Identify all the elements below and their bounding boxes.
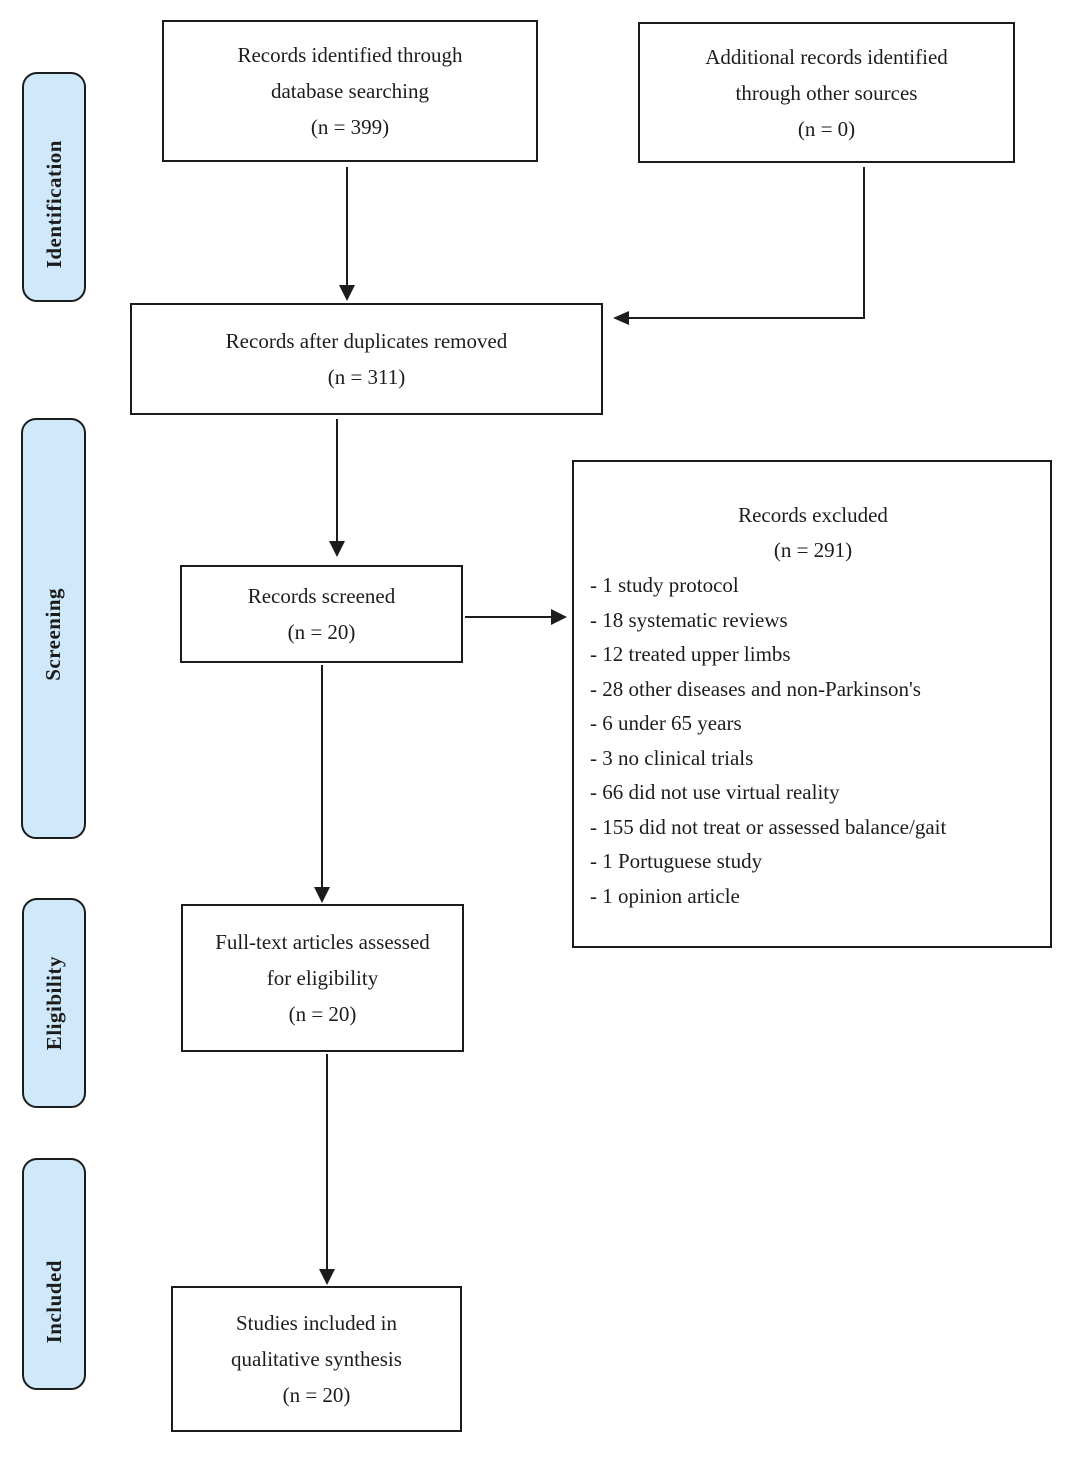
box-records-identified-database: Records identified through database sear… xyxy=(162,20,538,162)
arrow-other-sources-to-duplicates xyxy=(613,167,865,325)
box-fulltext-assessed-count: (n = 20) xyxy=(288,1002,357,1026)
excluded-reason: - 155 did not treat or assessed balance/… xyxy=(590,814,947,839)
excluded-reason: - 6 under 65 years xyxy=(590,711,742,735)
stage-eligibility: Eligibility xyxy=(22,898,86,1108)
box-after-duplicates-removed-count: (n = 311) xyxy=(327,365,406,389)
box-records-screened: Records screened (n = 20) xyxy=(180,565,463,663)
excluded-reason: - 28 other diseases and non-Parkinson's xyxy=(590,676,921,701)
box-studies-included: Studies included in qualitative synthesi… xyxy=(171,1286,462,1432)
box-additional-records-line2: through other sources xyxy=(735,80,918,105)
box-records-identified-database-line2: database searching xyxy=(270,79,429,103)
arrow-screened-to-excluded xyxy=(465,609,567,625)
box-additional-records-line1: Additional records identified xyxy=(705,44,948,69)
box-records-excluded: Records excluded (n = 291) - 1 study pro… xyxy=(572,460,1052,948)
box-additional-records-count: (n = 0) xyxy=(797,116,856,141)
stage-identification: Identification xyxy=(22,72,86,302)
box-records-identified-database-count: (n = 399) xyxy=(310,115,390,139)
box-fulltext-assessed: Full-text articles assessed for eligibil… xyxy=(181,904,464,1052)
box-studies-included-line2: qualitative synthesis xyxy=(231,1347,402,1371)
box-after-duplicates-removed: Records after duplicates removed (n = 31… xyxy=(130,303,603,415)
box-fulltext-assessed-line1: Full-text articles assessed xyxy=(215,930,430,954)
stage-identification-label: Identification xyxy=(41,139,66,269)
stage-included: Included xyxy=(22,1158,86,1390)
arrow-identified-to-duplicates xyxy=(339,167,355,301)
stage-included-label: Included xyxy=(41,1260,66,1344)
excluded-reason: - 1 Portuguese study xyxy=(590,849,763,873)
excluded-reason: - 12 treated upper limbs xyxy=(590,642,791,666)
excluded-reason: - 1 opinion article xyxy=(590,883,740,908)
excluded-reason: - 18 systematic reviews xyxy=(590,607,788,632)
box-fulltext-assessed-line2: for eligibility xyxy=(266,966,379,990)
box-after-duplicates-removed-line1: Records after duplicates removed xyxy=(225,329,508,353)
box-studies-included-count: (n = 20) xyxy=(282,1383,351,1407)
arrow-duplicates-to-screened xyxy=(329,419,345,557)
box-records-excluded-count: (n = 291) xyxy=(773,538,853,562)
excluded-reason: - 66 did not use virtual reality xyxy=(590,780,840,804)
box-records-identified-database-line1: Records identified through xyxy=(237,43,463,67)
box-additional-records: Additional records identified through ot… xyxy=(638,22,1015,163)
stage-screening: Screening xyxy=(21,418,86,839)
excluded-reason: - 3 no clinical trials xyxy=(590,745,754,770)
arrow-screened-to-fulltext xyxy=(314,665,330,903)
stage-screening-label: Screening xyxy=(41,588,65,681)
stage-eligibility-label: Eligibility xyxy=(41,955,66,1051)
box-records-screened-count: (n = 20) xyxy=(287,620,356,644)
box-records-excluded-title: Records excluded xyxy=(738,503,888,527)
arrow-fulltext-to-included xyxy=(319,1054,335,1285)
box-studies-included-line1: Studies included in xyxy=(236,1311,397,1335)
excluded-reason: - 1 study protocol xyxy=(590,573,739,597)
box-records-screened-line1: Records screened xyxy=(247,584,396,608)
